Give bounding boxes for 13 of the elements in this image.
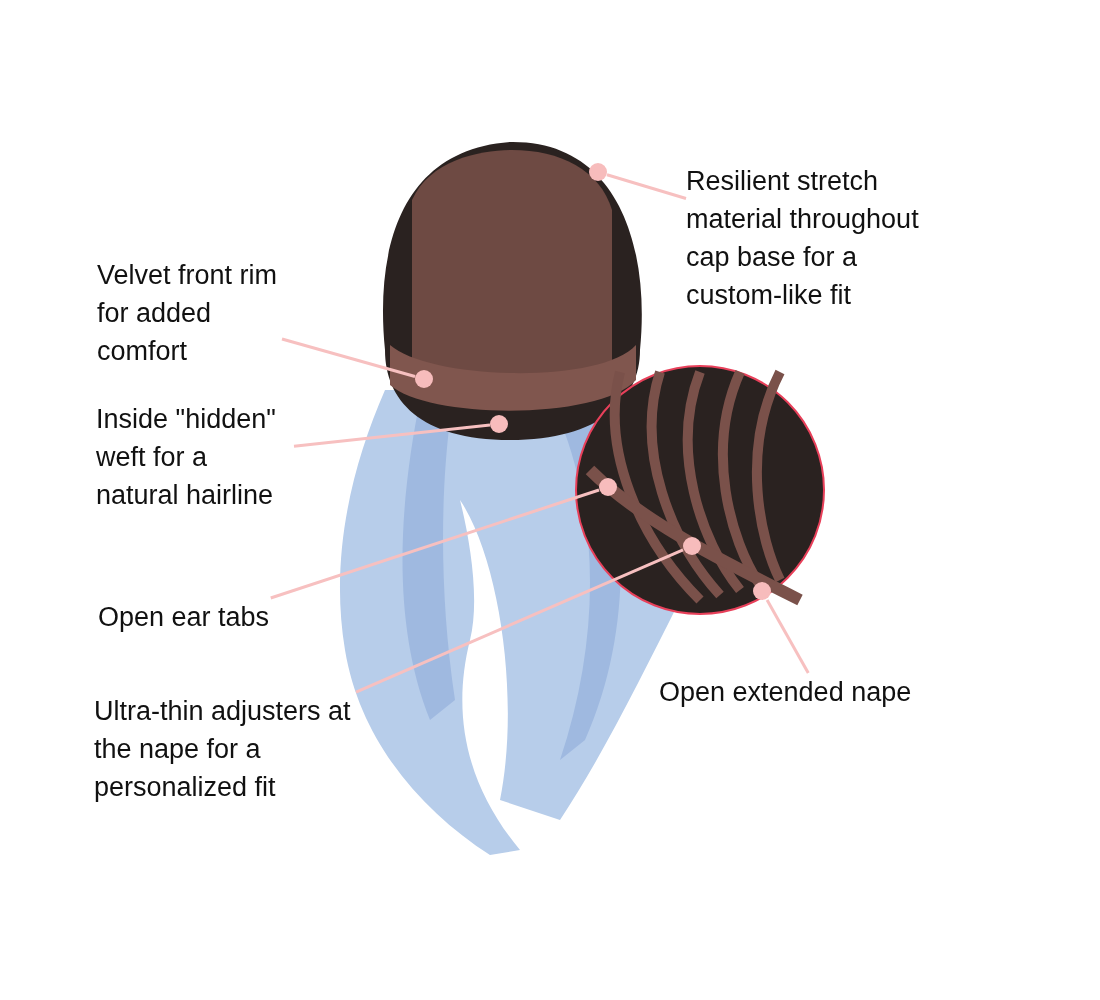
- leader-line: [765, 599, 810, 674]
- leader-line: [355, 548, 684, 694]
- pointer-dot: [589, 163, 607, 181]
- callout-text: Open extended nape: [659, 673, 979, 711]
- leader-line: [281, 337, 416, 378]
- leader-line: [293, 423, 491, 448]
- callout-text: Velvet front rim for added comfort: [97, 256, 282, 370]
- leader-line: [270, 488, 600, 600]
- leader-line: [606, 173, 687, 200]
- callout-text: Open ear tabs: [98, 598, 328, 636]
- callout-text: Ultra-thin adjusters at the nape for a personalized fit: [94, 692, 356, 806]
- callout-text: Resilient stretch material throughout cap base for a custom-like fit: [686, 162, 948, 314]
- callout-text: Inside "hidden" weft for a natural hairline: [96, 400, 294, 514]
